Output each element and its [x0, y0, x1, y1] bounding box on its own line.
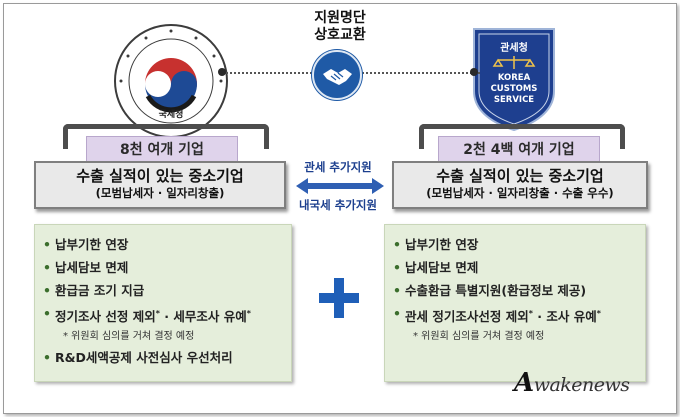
list-item-customs-a: 관세 정기조사선정 제외 — [405, 309, 529, 325]
nts-ring-ticks — [119, 29, 223, 83]
list-item-audit-b: · 세무조사 유예 — [159, 309, 247, 325]
list-item-audit-a: 정기조사 선정 제외 — [55, 309, 156, 325]
right-company-sub: (모범납세자 · 일자리창출 · 수출 우수) — [426, 186, 614, 200]
left-header: 8천 여개 기업 — [86, 136, 238, 164]
connector-dot-right — [470, 68, 478, 76]
kcs-logo-title: 관세청 — [500, 41, 528, 54]
exchange-title-line1: 지원명단 — [314, 10, 366, 26]
left-company-title: 수출 실적이 있는 중소기업 — [76, 167, 244, 185]
nts-logo-icon: 국세청 — [114, 24, 228, 138]
list-item: 납세담보 면제 — [41, 256, 291, 279]
arrow-bottom-label: 내국세 추가지원 — [298, 198, 378, 212]
watermark-rest: wakenews — [533, 374, 630, 396]
watermark-initial: A — [514, 368, 534, 398]
list-item: 납부기한 연장 — [391, 233, 645, 256]
left-company-box: 수출 실적이 있는 중소기업 (모범납세자 · 일자리창출) — [34, 161, 286, 209]
right-bracket — [419, 124, 625, 149]
list-item: 납세담보 면제 — [391, 256, 645, 279]
list-item: R&D세액공제 사전심사 우선처리 — [41, 346, 291, 369]
connector-dot-left — [218, 68, 226, 76]
plus-icon — [319, 278, 359, 318]
double-arrow-icon — [296, 178, 384, 194]
right-header: 2천 4백 여개 기업 — [438, 136, 600, 164]
exchange-title: 지원명단 상호교환 — [290, 10, 390, 44]
list-item: 납부기한 연장 — [41, 233, 291, 256]
list-item: 수출환급 특별지원(환급정보 제공) — [391, 279, 645, 302]
left-benefit-box: 납부기한 연장 납세담보 면제 환급금 조기 지급 정기조사 선정 제외* · … — [34, 224, 292, 382]
kcs-scale-icon — [492, 56, 536, 69]
exchange-title-line2: 상호교환 — [314, 27, 366, 43]
right-benefit-box: 납부기한 연장 납세담보 면제 수출환급 특별지원(환급정보 제공) 관세 정기… — [384, 224, 646, 382]
list-item-customs-audit: 관세 정기조사선정 제외* · 조사 유예* — [391, 302, 645, 328]
right-company-title: 수출 실적이 있는 중소기업 — [436, 167, 604, 185]
right-note: * 위원회 심의를 거쳐 결정 예정 — [413, 331, 545, 343]
handshake-icon — [323, 69, 352, 85]
left-note: * 위원회 심의를 거쳐 결정 예정 — [63, 331, 195, 343]
left-bracket — [63, 124, 269, 149]
kcs-logo-line3: SERVICE — [494, 95, 534, 105]
list-item-customs-b: · 조사 유예 — [532, 309, 597, 325]
right-company-box: 수출 실적이 있는 중소기업 (모범납세자 · 일자리창출 · 수출 우수) — [392, 161, 648, 209]
handshake-badge — [312, 50, 362, 100]
kcs-logo-line2: CUSTOMS — [491, 84, 538, 94]
list-item-audit: 정기조사 선정 제외* · 세무조사 유예* — [41, 302, 291, 328]
arrow-top-label: 관세 추가지원 — [304, 160, 372, 174]
watermark: Awakenews — [514, 368, 630, 398]
left-company-sub: (모범납세자 · 일자리창출) — [95, 186, 225, 200]
kcs-logo-line1: KOREA — [498, 73, 531, 83]
nts-logo-label: 국세청 — [159, 108, 184, 120]
list-item: 환급금 조기 지급 — [41, 279, 291, 302]
kcs-logo-icon: 관세청 KOREA CUSTOMS SERVICE — [473, 28, 555, 132]
